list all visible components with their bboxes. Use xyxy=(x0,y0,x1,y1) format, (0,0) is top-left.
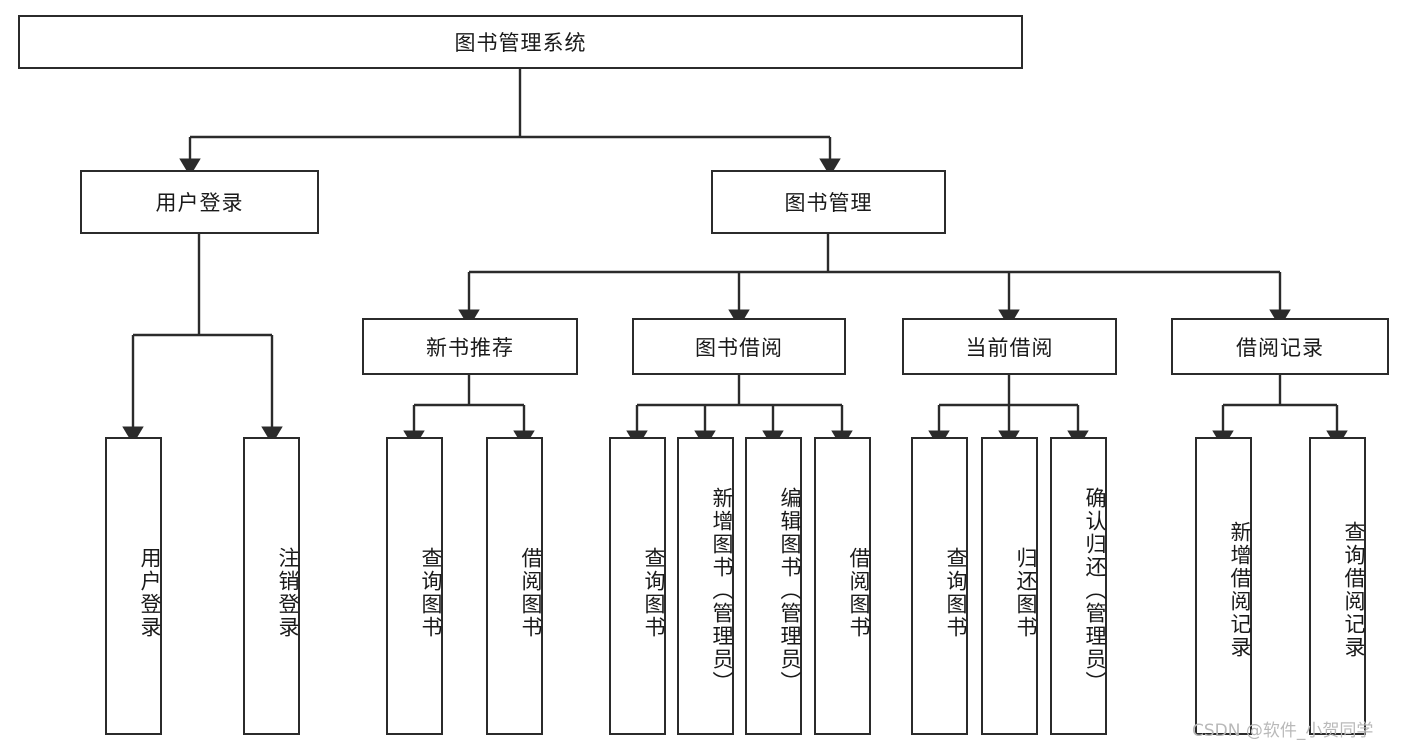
leaf-recommend-borrow-book[interactable]: 借阅图书 xyxy=(486,437,543,735)
watermark: CSDN @软件_小贺同学 xyxy=(1192,721,1374,741)
leaf-user-login-login[interactable]: 用户登录 xyxy=(105,437,162,735)
leaf-borrow-edit-book[interactable]: 编辑图书（管理员） xyxy=(745,437,802,735)
node-label: 确认归还（管理员） xyxy=(1083,486,1107,694)
node-label: 新增图书（管理员） xyxy=(710,486,734,694)
leaf-user-login-logout[interactable]: 注销登录 xyxy=(243,437,300,735)
leaf-borrow-borrow-book[interactable]: 借阅图书 xyxy=(814,437,871,735)
node-label: 用户登录 xyxy=(155,191,244,215)
node-label: 新书推荐 xyxy=(426,335,514,360)
node-book-borrow[interactable]: 图书借阅 xyxy=(632,318,846,375)
node-label: 编辑图书（管理员） xyxy=(778,486,802,694)
node-label: 查询图书 xyxy=(642,547,666,639)
leaf-current-query-book[interactable]: 查询图书 xyxy=(911,437,968,735)
leaf-current-confirm-return[interactable]: 确认归还（管理员） xyxy=(1050,437,1107,735)
node-label: 查询图书 xyxy=(419,547,443,639)
leaf-borrow-query-book[interactable]: 查询图书 xyxy=(609,437,666,735)
node-label: 借阅图书 xyxy=(847,547,871,639)
node-label: 查询借阅记录 xyxy=(1342,521,1366,659)
node-book-management[interactable]: 图书管理 xyxy=(711,170,946,234)
leaf-recommend-query-book[interactable]: 查询图书 xyxy=(386,437,443,735)
leaf-record-add-record[interactable]: 新增借阅记录 xyxy=(1195,437,1252,735)
leaf-record-query-record[interactable]: 查询借阅记录 xyxy=(1309,437,1366,735)
node-label: 图书管理 xyxy=(784,191,873,215)
node-label: 注销登录 xyxy=(276,547,300,639)
leaf-current-return-book[interactable]: 归还图书 xyxy=(981,437,1038,735)
node-label: 新增借阅记录 xyxy=(1228,521,1252,659)
node-root[interactable]: 图书管理系统 xyxy=(18,15,1023,69)
node-borrow-record[interactable]: 借阅记录 xyxy=(1171,318,1389,375)
node-new-book-recommend[interactable]: 新书推荐 xyxy=(362,318,578,375)
node-label: 图书借阅 xyxy=(695,335,783,360)
node-label: 图书管理系统 xyxy=(454,31,587,55)
node-label: 归还图书 xyxy=(1014,547,1038,639)
node-label: 查询图书 xyxy=(944,547,968,639)
node-user-login[interactable]: 用户登录 xyxy=(80,170,319,234)
node-label: 借阅图书 xyxy=(519,547,543,639)
node-label: 用户登录 xyxy=(138,547,162,639)
node-current-borrow[interactable]: 当前借阅 xyxy=(902,318,1117,375)
node-label: 借阅记录 xyxy=(1236,335,1324,360)
leaf-borrow-add-book[interactable]: 新增图书（管理员） xyxy=(677,437,734,735)
node-label: 当前借阅 xyxy=(965,335,1054,360)
